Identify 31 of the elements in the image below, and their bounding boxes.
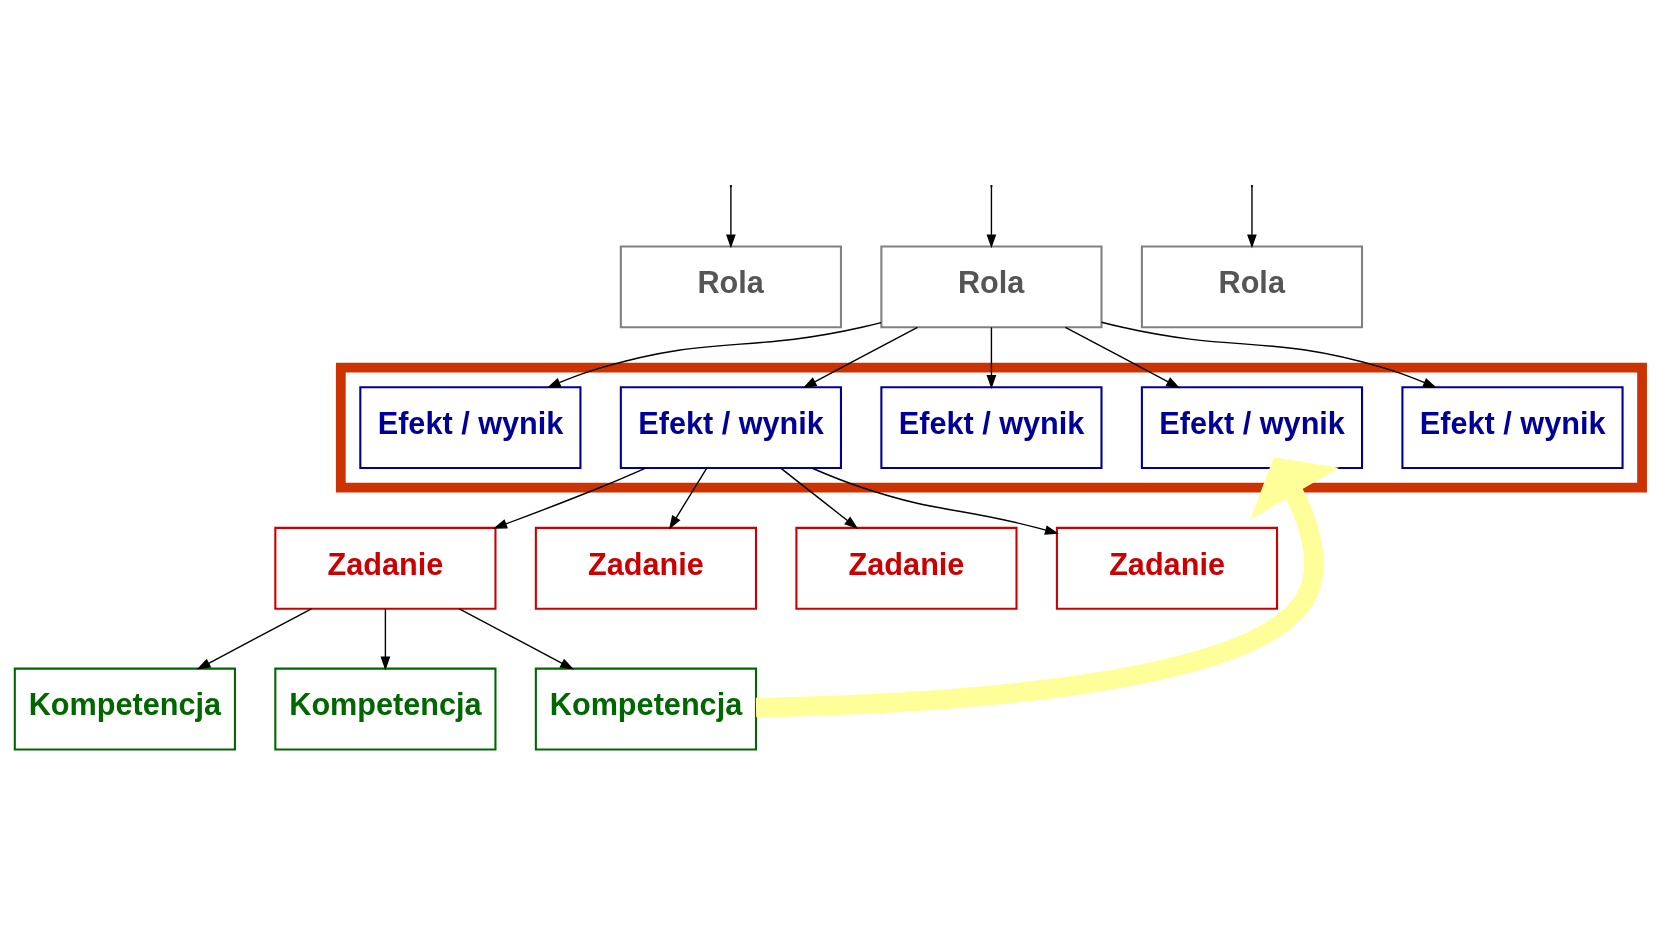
arrow (458, 607, 575, 670)
arrow (1064, 326, 1181, 388)
node-box: Rola (1140, 244, 1364, 328)
node-box: Zadanie (534, 526, 758, 610)
arrow (810, 466, 1059, 535)
node-box: Efekt / wynik (619, 385, 842, 469)
node-box: Kompetencja (13, 667, 236, 750)
node-box: Kompetencja (534, 667, 758, 750)
node-box: Rola (619, 244, 842, 328)
arrow (380, 607, 391, 670)
arrow (755, 456, 1339, 717)
arrow (780, 466, 859, 529)
node-box: Efekt / wynik (1401, 385, 1624, 469)
arrow (493, 466, 647, 529)
arrow (726, 185, 736, 248)
node-box: Efekt / wynik (1140, 385, 1364, 469)
node-box: Zadanie (1055, 526, 1279, 610)
node-box: Rola (880, 244, 1103, 328)
node-box: Zadanie (274, 526, 497, 610)
node-box: Efekt / wynik (880, 385, 1103, 469)
node-box: Zadanie (795, 526, 1018, 610)
arrow (196, 607, 313, 670)
arrow (986, 185, 997, 248)
arrow (546, 321, 882, 388)
node-box: Kompetencja (274, 667, 497, 750)
cluster (335, 362, 1647, 492)
node-box: Efekt / wynik (359, 385, 582, 469)
arrow (986, 326, 997, 389)
arrow (1100, 321, 1437, 388)
arrow (802, 326, 919, 388)
arrow (1247, 185, 1257, 248)
